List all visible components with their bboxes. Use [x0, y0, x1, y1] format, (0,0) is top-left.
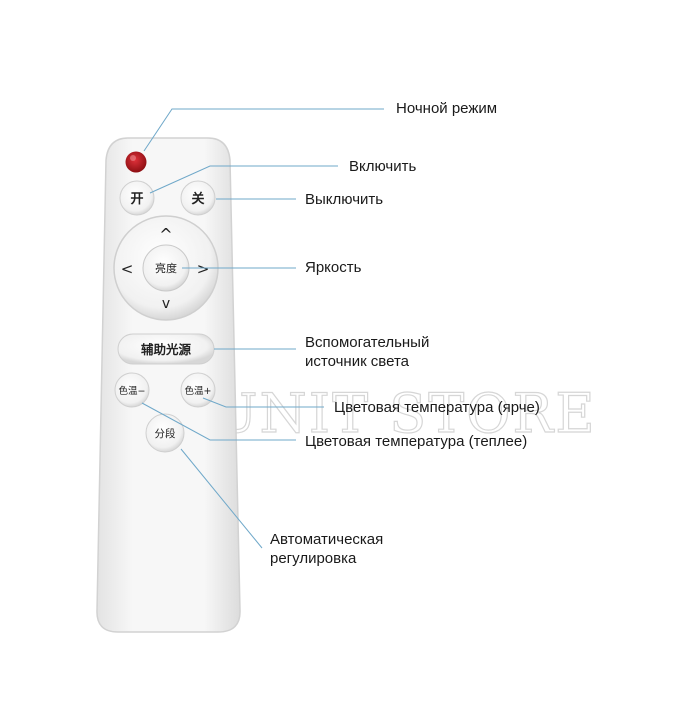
segment-label: 分段	[155, 427, 176, 440]
leader-temp-warmer	[141, 402, 296, 441]
label-aux-light-2: источник света	[305, 353, 409, 370]
night-mode-button[interactable]	[125, 151, 147, 173]
leader-lines	[141, 108, 384, 549]
label-aux-light-1: Вспомогательный	[305, 334, 430, 351]
leader-auto	[180, 448, 263, 549]
color-temp-plus-button[interactable]: 色温+	[180, 372, 216, 408]
label-auto-1: Автоматическая	[270, 531, 384, 548]
segment-button[interactable]: 分段	[145, 413, 185, 453]
power-off-button[interactable]: 关	[180, 180, 216, 216]
color-temp-minus-button[interactable]: 色温−	[114, 372, 150, 408]
aux-light-label: 辅助光源	[141, 342, 192, 357]
watermark-text: UNIT STORE	[212, 382, 597, 445]
label-auto-2: регулировка	[270, 550, 357, 567]
leader-turn-on	[149, 165, 338, 194]
aux-light-button[interactable]: 辅助光源	[117, 333, 215, 365]
brightness-label: 亮度	[155, 261, 177, 275]
arrow-down-icon[interactable]: v	[162, 296, 170, 312]
label-brightness: Яркость	[305, 259, 362, 276]
label-turn-on: Включить	[349, 158, 417, 175]
leader-night-mode	[143, 108, 384, 152]
arrow-left-icon[interactable]: <	[121, 260, 134, 278]
color-temp-minus-label: 色温−	[119, 385, 146, 397]
label-temp-brighter: Цветовая температура (ярче)	[334, 399, 540, 416]
color-temp-plus-label: 色温+	[185, 385, 212, 397]
label-temp-warmer: Цветовая температура (теплее)	[305, 433, 528, 450]
arrow-up-icon[interactable]: ^	[159, 225, 172, 244]
label-turn-off: Выключить	[305, 191, 384, 208]
leader-temp-brighter	[202, 397, 324, 408]
power-off-label: 关	[191, 191, 204, 207]
label-night-mode: Ночной режим	[396, 100, 498, 117]
power-on-label: 开	[130, 192, 143, 207]
arrow-right-icon[interactable]: >	[197, 260, 210, 278]
power-on-button[interactable]: 开	[119, 180, 155, 216]
